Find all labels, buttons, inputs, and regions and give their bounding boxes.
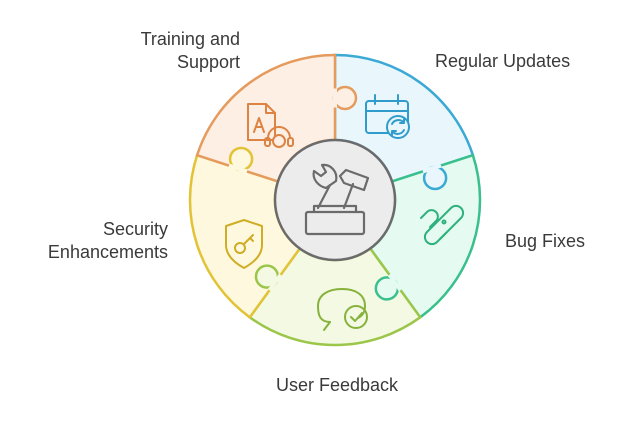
label-user-feedback: User Feedback bbox=[230, 374, 444, 397]
puzzle-seam bbox=[228, 163, 248, 174]
label-line: Support bbox=[176, 52, 240, 72]
document-support-icon bbox=[247, 103, 294, 148]
label-line: Enhancements bbox=[47, 242, 168, 262]
chat-check-icon bbox=[317, 288, 368, 331]
center-hub bbox=[273, 138, 397, 262]
label-line: Training and bbox=[140, 29, 240, 49]
label-regular-updates: Regular Updates bbox=[435, 50, 570, 73]
calendar-refresh-icon bbox=[365, 94, 410, 139]
label-bug-fixes: Bug Fixes bbox=[505, 230, 585, 253]
label-line: User Feedback bbox=[275, 375, 399, 395]
puzzle-seam bbox=[422, 163, 442, 174]
shield-key-icon bbox=[225, 219, 263, 269]
label-line: Regular Updates bbox=[435, 51, 571, 71]
puzzle-tab-training-and-support bbox=[332, 85, 358, 111]
toolbox-icon bbox=[304, 163, 370, 236]
label-line: Security bbox=[102, 219, 168, 239]
label-line: Bug Fixes bbox=[505, 231, 586, 251]
label-security-enhancements: Security Enhancements bbox=[30, 218, 168, 264]
puzzle-seam bbox=[387, 273, 403, 292]
center-circle bbox=[273, 138, 397, 262]
puzzle-seam bbox=[267, 273, 283, 292]
bandage-icon bbox=[420, 204, 465, 246]
label-training-and-support: Training and Support bbox=[112, 28, 240, 74]
